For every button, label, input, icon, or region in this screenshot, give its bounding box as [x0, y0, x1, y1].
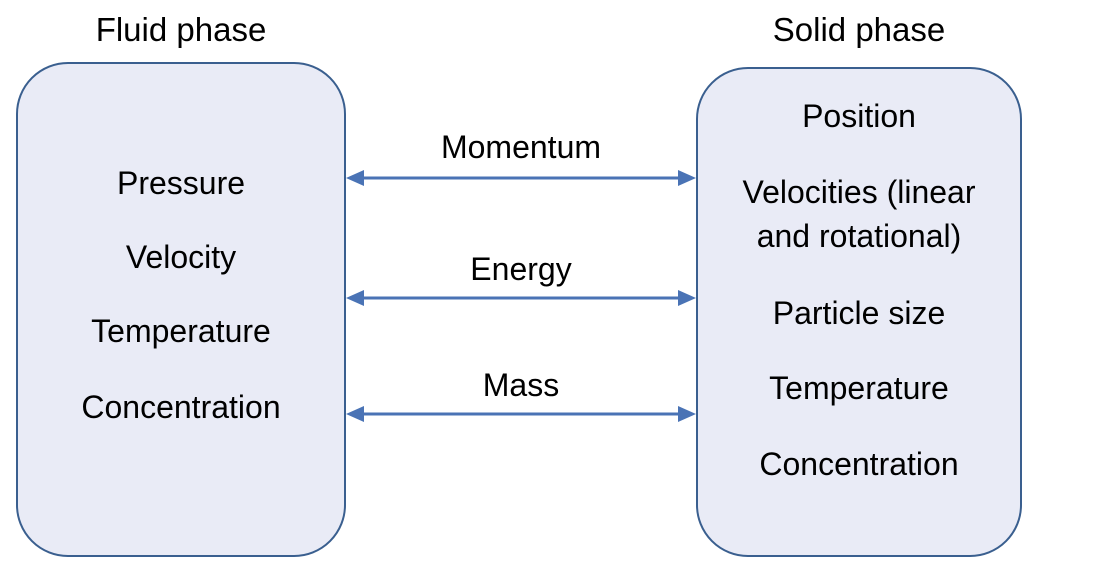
solid-item-concentration: Concentration [759, 446, 959, 482]
mass-arrow [346, 406, 696, 422]
fluid-item-pressure: Pressure [116, 165, 246, 201]
fluid-item-velocity: Velocity [125, 239, 237, 275]
fluid-item-temperature: Temperature [91, 313, 271, 349]
solid-item-position: Position [802, 98, 916, 134]
solid-phase-title: Solid phase [772, 11, 946, 48]
solid-item-temperature: Temperature [769, 370, 949, 406]
mass-label: Mass [482, 367, 560, 403]
energy-arrow [346, 290, 696, 306]
solid-item-particle-size: Particle size [772, 295, 946, 331]
solid-item-velocities-line2: and rotational) [756, 218, 962, 254]
fluid-phase-box: Pressure Velocity Temperature Concentrat… [16, 62, 346, 557]
solid-phase-box: Position Velocities (linear and rotation… [696, 67, 1022, 557]
energy-label: Energy [470, 251, 572, 287]
solid-item-velocities-line1: Velocities (linear [742, 174, 976, 210]
fluid-phase-title: Fluid phase [95, 11, 267, 48]
momentum-label: Momentum [440, 129, 602, 165]
momentum-arrow [346, 170, 696, 186]
fluid-item-concentration: Concentration [81, 389, 281, 425]
